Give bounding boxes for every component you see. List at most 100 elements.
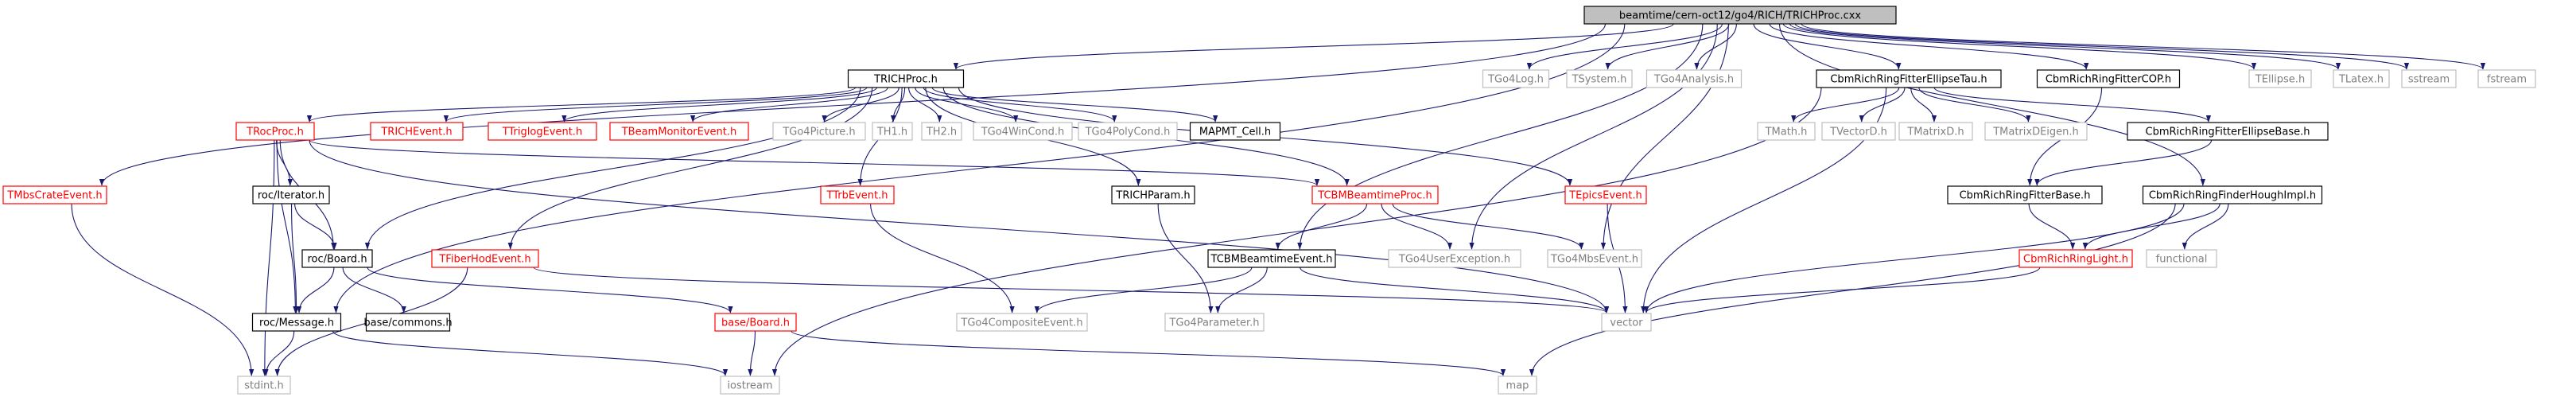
node-label: TRICHProc.h bbox=[873, 74, 938, 86]
node-box bbox=[1482, 69, 1550, 88]
node-box bbox=[2, 185, 107, 204]
node-cbmhough[interactable]: CbmRichRingFinderHoughImpl.h bbox=[2142, 185, 2323, 204]
edge-root-to-tellipse bbox=[1782, 23, 2256, 70]
node-label: TMath.h bbox=[1765, 127, 1808, 138]
node-label: TGo4MbsEvent.h bbox=[1550, 254, 1638, 266]
edge-root-to-cbmellipsetau bbox=[1753, 23, 1902, 70]
edge-root-to-rocmessage bbox=[333, 23, 1626, 313]
node-label: functional bbox=[2156, 254, 2208, 266]
node-label: TMatrixD.h bbox=[1906, 127, 1964, 138]
node-label: TTriglogEvent.h bbox=[502, 127, 582, 138]
edge-root-to-tgo4log bbox=[1526, 23, 1723, 70]
node-cbmfitterbase[interactable]: CbmRichRingFitterBase.h bbox=[1947, 185, 2103, 204]
node-rocboard[interactable]: roc/Board.h bbox=[301, 249, 373, 268]
node-label: vector bbox=[1610, 317, 1643, 329]
node-box bbox=[235, 122, 315, 141]
node-label: TFiberHodEvent.h bbox=[438, 254, 530, 266]
node-cbmcop[interactable]: CbmRichRingFitterCOP.h bbox=[2036, 69, 2181, 88]
node-box bbox=[772, 122, 866, 141]
node-box bbox=[252, 185, 330, 204]
node-baseboard[interactable]: base/Board.h bbox=[714, 313, 797, 332]
node-label: TSystem.h bbox=[1572, 74, 1627, 86]
node-box bbox=[872, 122, 913, 141]
edge-rocmessage-to-iostream bbox=[332, 330, 729, 376]
node-tcbmbeamproc[interactable]: TCBMBeamtimeProc.h bbox=[1311, 185, 1439, 204]
node-th2: TH2.h bbox=[921, 122, 962, 141]
node-sstream: sstream bbox=[2401, 69, 2457, 88]
node-tbeammon[interactable]: TBeamMonitorEvent.h bbox=[609, 122, 749, 141]
node-tepics[interactable]: TEpicsEvent.h bbox=[1564, 185, 1647, 204]
node-tgo4parameter: TGo4Parameter.h bbox=[1164, 313, 1265, 332]
node-trichparam[interactable]: TRICHParam.h bbox=[1111, 185, 1195, 204]
node-tmath: TMath.h bbox=[1757, 122, 1816, 141]
edge-cbmellipsetau-to-vector bbox=[1641, 87, 1887, 313]
node-label: MAPMT_Cell.h bbox=[1199, 127, 1271, 138]
node-trichproch[interactable]: TRICHProc.h bbox=[847, 69, 965, 88]
node-box bbox=[2018, 249, 2133, 268]
node-tmbscrate[interactable]: TMbsCrateEvent.h bbox=[2, 185, 107, 204]
node-box bbox=[720, 376, 780, 395]
edge-tcbmbeamevent-to-vector bbox=[1300, 267, 1610, 313]
node-label: beamtime/cern-oct12/go4/RICH/TRICHProc.c… bbox=[1619, 10, 1862, 22]
node-cbmringlight[interactable]: CbmRichRingLight.h bbox=[2018, 249, 2133, 268]
node-stdint: stdint.h bbox=[237, 376, 291, 395]
node-label: TRICHParam.h bbox=[1115, 190, 1190, 202]
edge-trichproch-to-mapmt bbox=[931, 87, 1218, 123]
edge-tcbmbeamevent-to-tgo4parameter bbox=[1215, 267, 1268, 313]
node-label: CbmRichRingFitterEllipseBase.h bbox=[2146, 127, 2310, 138]
node-ttriglog[interactable]: TTriglogEvent.h bbox=[488, 122, 597, 141]
node-box bbox=[1566, 69, 1633, 88]
node-troc[interactable]: TRocProc.h bbox=[235, 122, 315, 141]
node-label: TCBMBeamtimeProc.h bbox=[1317, 190, 1432, 202]
edge-rocboard-to-rocmessage bbox=[296, 267, 335, 313]
node-mapmt[interactable]: MAPMT_Cell.h bbox=[1189, 122, 1281, 141]
node-box bbox=[251, 313, 342, 332]
node-box bbox=[1388, 249, 1521, 268]
node-label: TMatrixDEigen.h bbox=[1992, 127, 2079, 138]
node-tfiberhod[interactable]: TFiberHodEvent.h bbox=[431, 249, 539, 268]
edge-baseboard-to-map bbox=[791, 330, 1506, 376]
node-box bbox=[2477, 69, 2536, 88]
node-label: TCBMBeamtimeEvent.h bbox=[1210, 254, 1333, 266]
node-trichevent[interactable]: TRICHEvent.h bbox=[370, 122, 464, 141]
node-rociterator[interactable]: roc/Iterator.h bbox=[252, 185, 330, 204]
node-rocmessage[interactable]: roc/Message.h bbox=[251, 313, 342, 332]
node-label: CbmRichRingFitterCOP.h bbox=[2046, 74, 2171, 86]
node-tcbmbeamevent[interactable]: TCBMBeamtimeEvent.h bbox=[1207, 249, 1336, 268]
edge-rocboard-to-baseboard bbox=[367, 267, 733, 313]
node-cbmellipsetau[interactable]: CbmRichRingFitterEllipseTau.h bbox=[1816, 69, 2002, 88]
edge-root-to-tgo4userexc bbox=[1469, 23, 1718, 250]
node-box bbox=[1547, 249, 1642, 268]
edge-root-to-tmbscrate bbox=[99, 23, 1607, 186]
node-label: roc/Iterator.h bbox=[258, 190, 324, 202]
edge-rocmessage-to-stdint bbox=[263, 330, 295, 376]
node-cbmellipsebase[interactable]: CbmRichRingFitterEllipseBase.h bbox=[2127, 122, 2329, 141]
node-box bbox=[237, 376, 291, 395]
edge-cbmhough-to-functional bbox=[2182, 203, 2229, 250]
node-box bbox=[1821, 122, 1896, 141]
node-box bbox=[1189, 122, 1281, 141]
edge-trichproch-to-trichevent bbox=[443, 87, 868, 123]
node-box bbox=[921, 122, 962, 141]
edge-rociterator-to-rocmessage bbox=[291, 203, 299, 313]
node-map: map bbox=[1498, 376, 1537, 395]
edge-cbmellipsetau-to-iostream bbox=[771, 87, 1822, 376]
node-basecommons[interactable]: base/commons.h bbox=[363, 313, 453, 332]
node-box bbox=[370, 122, 464, 141]
edge-rociterator-to-rocboard bbox=[294, 203, 337, 250]
edge-cbmhough-to-cbmringlight bbox=[2082, 203, 2220, 250]
node-box bbox=[1111, 185, 1195, 204]
node-label: TGo4WinCond.h bbox=[981, 127, 1065, 138]
edge-cbmellipsetau-to-tmath bbox=[1791, 87, 1900, 123]
node-tgo4picture: TGo4Picture.h bbox=[772, 122, 866, 141]
node-label: sstream bbox=[2408, 74, 2450, 86]
edge-cbmellipsetau-to-tmatrixd bbox=[1910, 87, 1937, 123]
node-label: stdint.h bbox=[244, 380, 283, 392]
edge-tcbmbeamevent-to-tgo4composite bbox=[1034, 267, 1253, 313]
edge-baseboard-to-iostream bbox=[748, 330, 756, 376]
node-ttrbevent[interactable]: TTrbEvent.h bbox=[820, 185, 895, 204]
node-label: CbmRichRingLight.h bbox=[2023, 254, 2128, 266]
node-label: CbmRichRingFitterEllipseTau.h bbox=[1830, 74, 1987, 86]
node-box bbox=[714, 313, 797, 332]
node-label: TEllipse.h bbox=[2255, 74, 2305, 86]
